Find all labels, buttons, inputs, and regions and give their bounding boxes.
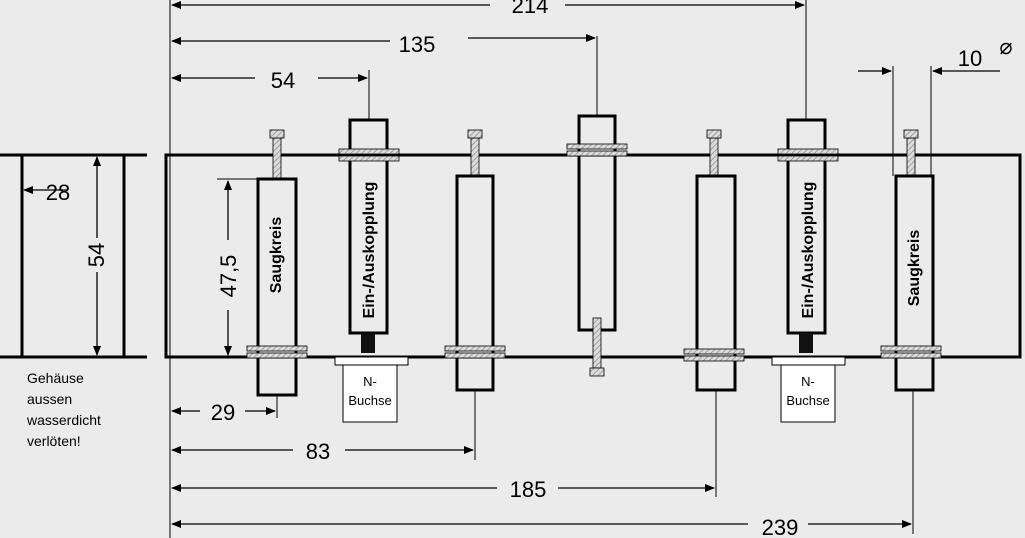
dim-29: 29 [211,400,235,425]
label-saugkreis-1: Saugkreis [268,217,285,294]
note-line-1: Gehäuse [27,370,84,386]
nut-upper-2 [338,148,400,155]
n-connector-label-1: N- [363,374,377,389]
resonator-tube-5 [695,174,737,392]
dim-135: 135 [399,32,436,57]
dimension-lines [23,1,1000,528]
n-connector-2: N- Buchse [771,356,846,423]
dim-185: 185 [510,477,547,502]
nut-upper-1 [246,345,308,352]
screw-head-1 [269,129,285,139]
nut-upper-3 [444,345,506,352]
nut-upper-7 [880,345,942,352]
nut-upper-4 [566,143,628,150]
nut-lower-3 [444,352,506,359]
label-saugkreis-2: Saugkreis [906,230,923,307]
dim-10: 10 [958,46,982,71]
tuning-screw-3 [470,137,480,177]
label-einaus-2: Ein-/Auskopplung [800,182,817,319]
tuning-screw-7 [906,137,916,177]
coupling-pin-2 [799,333,813,353]
resonators [246,114,942,397]
resonator-tube-7 [894,174,935,392]
dim-54-side: 54 [84,243,109,267]
nut-upper-5 [683,348,745,355]
resonator-tube-1 [256,177,298,397]
dim-214: 214 [512,0,549,18]
resonator-tube-3 [455,174,495,392]
screw-head-3 [467,129,483,139]
n-connector-label-2: Buchse [348,393,391,408]
extension-lines [169,0,932,538]
nut-lower-4 [566,150,628,157]
nut-lower-7 [880,352,942,359]
housing-side-view [0,153,147,359]
nut-lower-5 [683,355,745,362]
label-einaus-1: Ein-/Auskopplung [361,182,378,319]
dim-83: 83 [306,439,330,464]
nut-lower-2 [338,155,400,162]
n-connector-label-1: N- [801,374,815,389]
nut-lower-6 [777,155,839,162]
diameter-symbol: ⌀ [999,34,1012,59]
dim-47-5: 47,5 [216,255,241,298]
screw-head-7 [903,129,919,139]
housing-note: Gehäuse aussen wasserdicht verlöten! [26,370,101,449]
screw-head-4 [589,367,605,377]
nut-upper-6 [777,148,839,155]
dim-54-top: 54 [271,68,295,93]
dim-239: 239 [762,515,799,538]
dim-28: 28 [46,180,70,205]
coupling-pin-1 [361,333,375,353]
n-connector-1: N- Buchse [334,356,409,423]
screw-head-5 [706,129,722,139]
note-line-4: verlöten! [27,433,81,449]
note-line-2: aussen [27,391,72,407]
n-connector-label-2: Buchse [786,393,829,408]
note-line-3: wasserdicht [26,412,101,428]
tuning-screw-1 [272,137,282,180]
tuning-screw-4 [592,317,602,369]
nut-lower-1 [246,352,308,359]
tuning-screw-5 [709,137,719,177]
